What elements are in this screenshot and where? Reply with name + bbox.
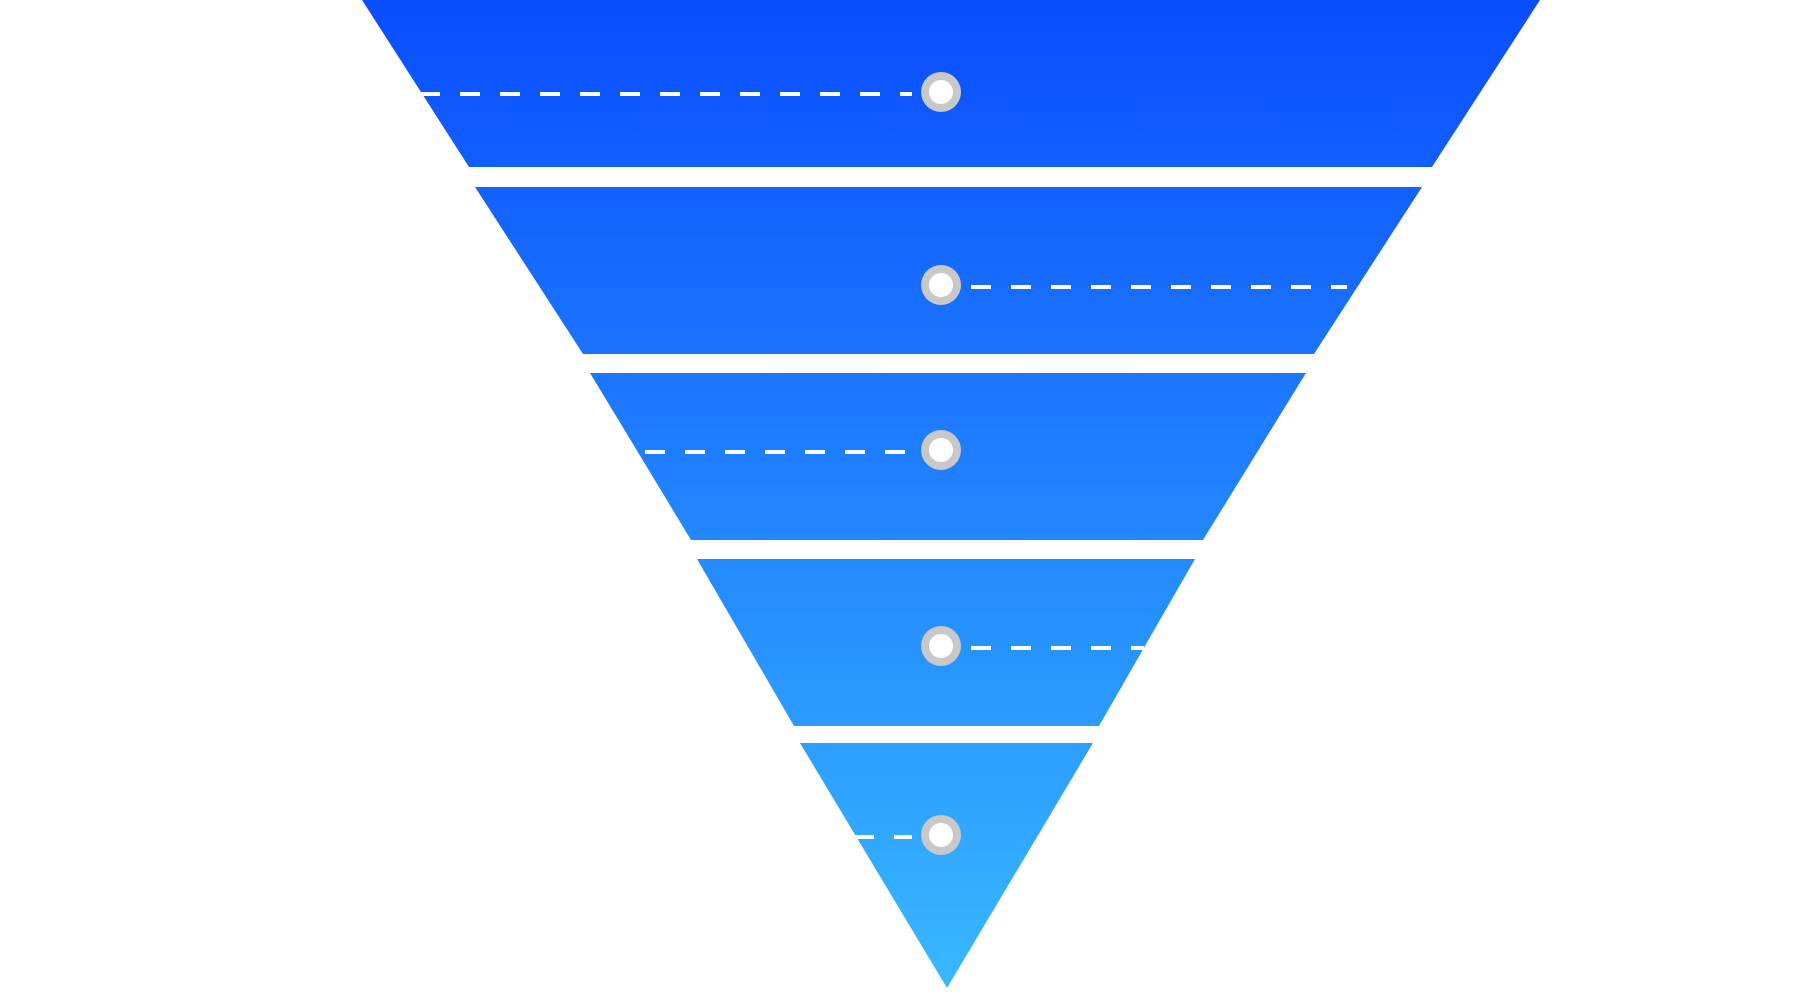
marker-dot-1 — [929, 80, 953, 104]
marker-dot-3 — [929, 438, 953, 462]
marker-dot-2 — [929, 273, 953, 297]
marker-dot-4 — [929, 634, 953, 658]
funnel-stage-5 — [800, 743, 1093, 988]
marker-dot-5 — [929, 823, 953, 847]
